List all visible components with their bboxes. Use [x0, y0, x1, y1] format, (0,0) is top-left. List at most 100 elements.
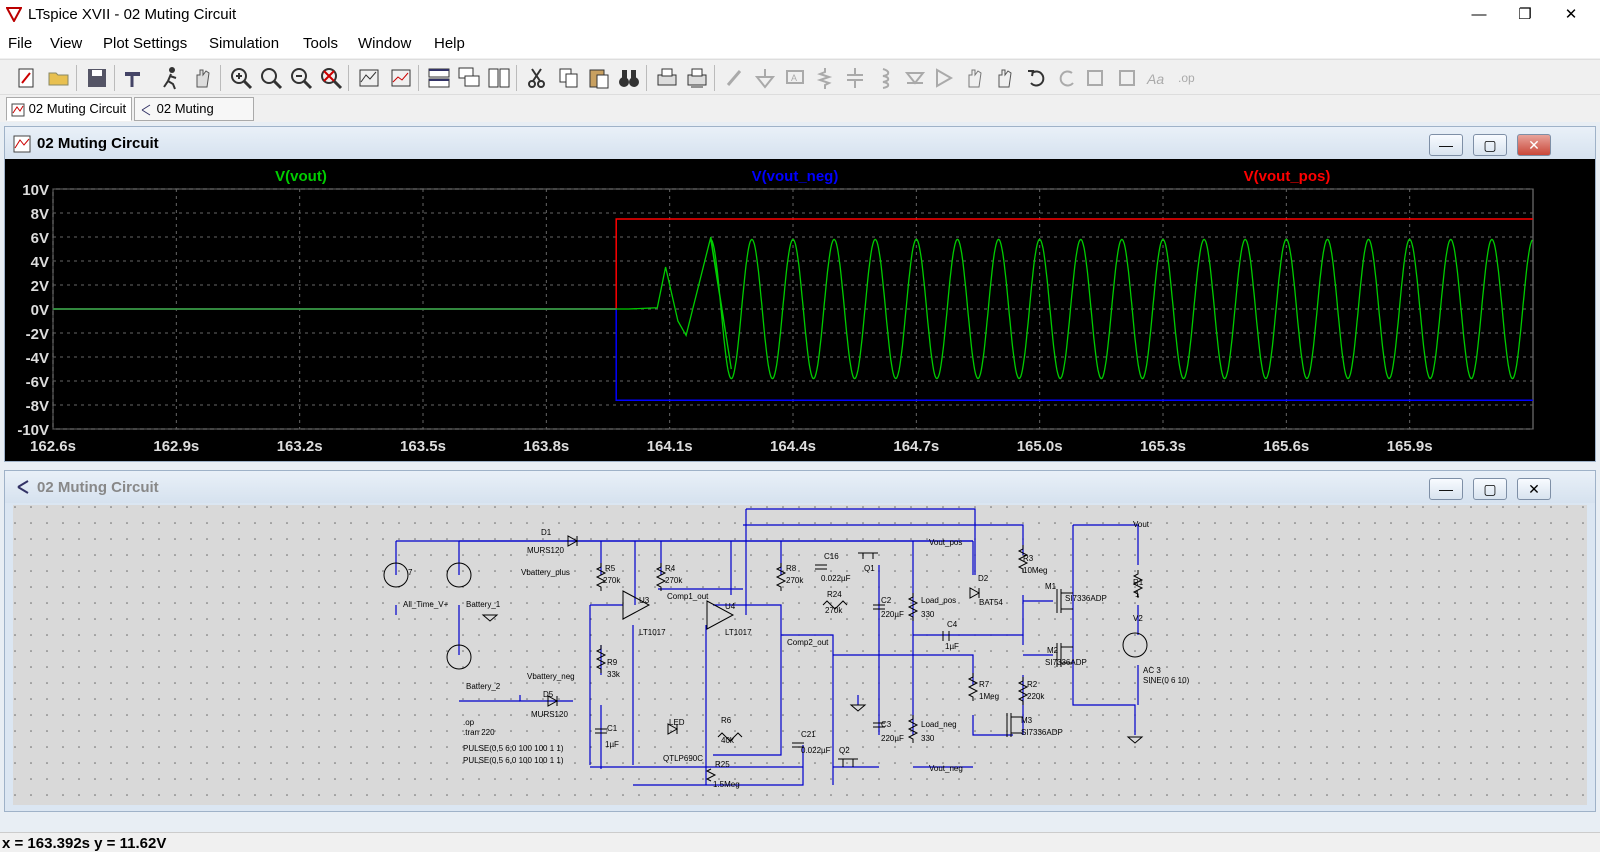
diode-symbol[interactable]: [567, 535, 579, 547]
comparator-symbol[interactable]: [706, 600, 735, 630]
resistor-symbol[interactable]: [1017, 545, 1029, 573]
schematic-window-titlebar[interactable]: 02 Muting Circuit — ▢ ✕: [5, 471, 1595, 503]
capacitor-symbol[interactable]: [942, 631, 950, 641]
maximize-button[interactable]: ❐: [1518, 6, 1532, 23]
plot-settings-icon[interactable]: [388, 65, 414, 91]
paste-icon[interactable]: [586, 65, 612, 91]
schematic-label: Load_pos: [921, 596, 956, 605]
legend-vvout_pos[interactable]: V(vout_pos): [1244, 168, 1331, 185]
transistor-q2-symbol[interactable]: [838, 758, 858, 767]
resistor-symbol[interactable]: [595, 645, 607, 673]
menu-help[interactable]: Help: [434, 35, 465, 52]
menu-tools[interactable]: Tools: [303, 35, 339, 52]
comparator-symbol[interactable]: [622, 590, 651, 620]
copy-icon[interactable]: [556, 65, 582, 91]
undo-icon[interactable]: [1024, 65, 1050, 91]
legend-vvout[interactable]: V(vout): [275, 168, 327, 185]
schematic-label: Vbattery_neg: [527, 672, 575, 681]
find-binoculars-icon[interactable]: [616, 65, 642, 91]
diode-symbol[interactable]: [547, 695, 559, 707]
schematic-close-button[interactable]: ✕: [1517, 478, 1551, 500]
resistor-symbol[interactable]: [1132, 570, 1144, 598]
cursor-readout: x = 163.392s y = 11.62V: [2, 835, 167, 852]
close-button[interactable]: ✕: [1564, 6, 1578, 23]
schematic-maximize-button[interactable]: ▢: [1473, 478, 1507, 500]
schematic-minimize-button[interactable]: —: [1429, 478, 1463, 500]
cut-icon[interactable]: [524, 65, 550, 91]
halt-hand-icon[interactable]: [190, 65, 216, 91]
resistor-symbol[interactable]: [705, 768, 717, 782]
capacitor-symbol[interactable]: [595, 728, 607, 734]
mosfet-symbol[interactable]: [1006, 713, 1023, 737]
capacitor-symbol[interactable]: [815, 564, 827, 570]
zoom-fit-icon[interactable]: [318, 65, 344, 91]
plot-window-titlebar[interactable]: 02 Muting Circuit — ▢ ✕: [5, 127, 1595, 159]
resistor-symbol[interactable]: [595, 563, 607, 591]
tile-vertical-icon[interactable]: [486, 65, 512, 91]
diode-symbol[interactable]: [969, 587, 981, 599]
plot-minimize-button[interactable]: —: [1429, 134, 1463, 156]
tile-horizontal-icon[interactable]: [426, 65, 452, 91]
schematic-label: R25: [715, 760, 730, 769]
resistor-symbol[interactable]: [822, 600, 848, 610]
schematic-label: QTLP690C: [663, 754, 703, 763]
series-line-vvout: [53, 236, 1533, 380]
resistor-symbol[interactable]: [967, 673, 979, 701]
schematic-label: U4: [725, 602, 736, 611]
run-simulation-icon[interactable]: [158, 65, 184, 91]
transistor-q1-symbol[interactable]: [858, 552, 878, 559]
diode-symbol[interactable]: [667, 723, 679, 735]
print-preview-icon[interactable]: [684, 65, 710, 91]
toolbar: A Aa .op: [0, 59, 1600, 95]
save-icon[interactable]: [84, 65, 110, 91]
plot-window-title: 02 Muting Circuit: [37, 135, 159, 152]
schematic-label: M3: [1021, 716, 1033, 725]
control-panel-hammer-icon[interactable]: [120, 65, 146, 91]
resistor-symbol[interactable]: [655, 563, 667, 591]
zoom-out-icon[interactable]: [288, 65, 314, 91]
wire: [713, 604, 782, 756]
voltage-source-symbol[interactable]: [383, 562, 409, 588]
voltage-source-symbol[interactable]: [446, 644, 472, 670]
schematic-label: R4: [665, 564, 676, 573]
zoom-pan-icon[interactable]: [258, 65, 284, 91]
plot-maximize-button[interactable]: ▢: [1473, 134, 1507, 156]
open-folder-icon[interactable]: [46, 65, 72, 91]
new-schematic-icon[interactable]: [14, 65, 40, 91]
legend-vvout_neg[interactable]: V(vout_neg): [752, 168, 839, 185]
autorange-icon[interactable]: [356, 65, 382, 91]
menu-window[interactable]: Window: [358, 35, 412, 52]
minimize-button[interactable]: —: [1471, 6, 1487, 23]
resistor-symbol[interactable]: [907, 715, 919, 743]
resistor-symbol[interactable]: [1017, 677, 1029, 705]
capacitor-symbol[interactable]: [873, 722, 885, 728]
ground-symbol: [849, 704, 867, 712]
mosfet-symbol[interactable]: [1056, 589, 1073, 613]
menu-view[interactable]: View: [50, 35, 83, 52]
cascade-windows-icon[interactable]: [456, 65, 482, 91]
x-tick-label: 162.6s: [30, 438, 76, 455]
voltage-source-symbol[interactable]: [446, 562, 472, 588]
voltage-source-symbol[interactable]: [1122, 632, 1148, 658]
capacitor-symbol[interactable]: [792, 742, 804, 748]
menu-plot-settings[interactable]: Plot Settings: [103, 35, 188, 52]
zoom-in-icon[interactable]: [228, 65, 254, 91]
schematic-label: All_Time_V+: [403, 600, 449, 609]
menu-simulation[interactable]: Simulation: [209, 35, 280, 52]
title-bar: LTspice XVII - 02 Muting Circuit — ❐ ✕: [0, 0, 1600, 30]
resistor-symbol[interactable]: [907, 593, 919, 621]
mosfet-symbol[interactable]: [1056, 643, 1073, 667]
resistor-symbol[interactable]: [775, 563, 787, 591]
resistor-symbol[interactable]: [717, 732, 743, 742]
capacitor-symbol[interactable]: [873, 604, 885, 610]
tab-waveform[interactable]: 02 Muting Circuit: [6, 97, 132, 121]
plot-close-button[interactable]: ✕: [1517, 134, 1551, 156]
print-icon[interactable]: [654, 65, 680, 91]
x-tick-label: 162.9s: [153, 438, 199, 455]
y-tick-label: 4V: [31, 254, 49, 271]
tab-schematic[interactable]: 02 Muting Circuit: [134, 97, 254, 138]
menu-file[interactable]: File: [8, 35, 33, 52]
